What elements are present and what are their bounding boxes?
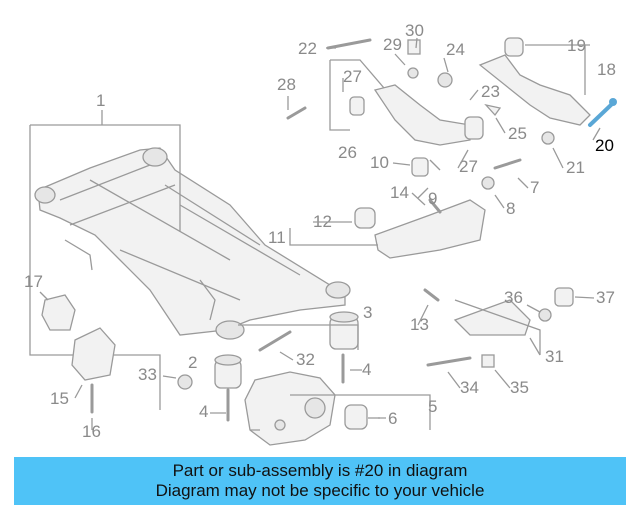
label-7: 7 bbox=[530, 178, 539, 197]
bolt-part-34 bbox=[426, 356, 472, 367]
bolt-part-32 bbox=[258, 330, 292, 352]
nut-part-30 bbox=[407, 39, 421, 55]
label-21: 21 bbox=[566, 158, 585, 177]
label-27a: 27 bbox=[343, 67, 362, 86]
bushing-part-24 bbox=[437, 72, 453, 88]
bushing-part-6 bbox=[344, 404, 368, 430]
label-19: 19 bbox=[567, 36, 586, 55]
label-25: 25 bbox=[508, 124, 527, 143]
lower-arm-part-11 bbox=[374, 199, 486, 259]
leader-17 bbox=[39, 291, 49, 301]
label-36: 36 bbox=[504, 288, 523, 307]
label-26: 26 bbox=[338, 143, 357, 162]
nut-part-37 bbox=[554, 287, 574, 307]
label-15: 15 bbox=[50, 389, 69, 408]
label-5: 5 bbox=[428, 397, 437, 416]
knuckle-part bbox=[244, 371, 336, 446]
label-11: 11 bbox=[268, 228, 286, 247]
callout-line-5 bbox=[250, 394, 431, 431]
label-28: 28 bbox=[277, 75, 296, 94]
callout-line-3 bbox=[238, 324, 359, 350]
label-37: 37 bbox=[596, 288, 615, 307]
subframe-part bbox=[34, 147, 351, 340]
label-34: 34 bbox=[460, 378, 479, 397]
banner-line-1: Part or sub-assembly is #20 in diagram bbox=[172, 461, 468, 480]
bushing-part-27b bbox=[464, 116, 484, 140]
upper-arm-part-18 bbox=[478, 54, 591, 126]
nut-part-29 bbox=[407, 67, 419, 79]
callout-line-31 bbox=[454, 299, 541, 355]
bolt-part-13 bbox=[423, 288, 440, 302]
nut-part-9 bbox=[429, 159, 441, 171]
label-20: 20 bbox=[595, 136, 614, 155]
washer-part-8 bbox=[481, 176, 495, 190]
callout-line-11 bbox=[289, 228, 378, 246]
label-35: 35 bbox=[510, 378, 529, 397]
info-banner: Part or sub-assembly is #20 in diagram D… bbox=[14, 457, 626, 505]
bushing-part-19 bbox=[504, 37, 524, 57]
label-30: 30 bbox=[405, 21, 424, 40]
bushing-part-3 bbox=[329, 311, 359, 350]
washer-part-36 bbox=[538, 308, 552, 322]
label-3: 3 bbox=[363, 303, 372, 322]
label-18: 18 bbox=[597, 60, 616, 79]
banner-line-2: Diagram may not be specific to your vehi… bbox=[155, 481, 485, 500]
label-13: 13 bbox=[410, 315, 429, 334]
label-2: 2 bbox=[188, 353, 197, 372]
label-29: 29 bbox=[383, 35, 402, 54]
parts-diagram: 1 2 3 4 4 5 6 8 7 9 10 11 12 13 14 15 16… bbox=[24, 21, 617, 446]
bolt-part-22 bbox=[326, 38, 372, 50]
bolt-part-20 bbox=[588, 98, 617, 127]
label-6: 6 bbox=[388, 409, 397, 428]
label-1: 1 bbox=[96, 91, 105, 110]
bushing-part-2 bbox=[214, 354, 242, 389]
bolt-part-7 bbox=[493, 158, 522, 170]
label-31: 31 bbox=[545, 347, 564, 366]
label-33: 33 bbox=[138, 365, 157, 384]
mount-part-17 bbox=[41, 294, 76, 331]
label-4b: 4 bbox=[199, 402, 208, 421]
bracket-part-15 bbox=[71, 327, 116, 381]
label-24: 24 bbox=[446, 40, 465, 59]
upper-arm-part-27 bbox=[373, 84, 471, 146]
bushing-part-27a bbox=[349, 96, 365, 116]
label-32: 32 bbox=[296, 350, 315, 369]
clip-part-25 bbox=[484, 103, 502, 117]
bolt-part-14 bbox=[428, 198, 442, 214]
label-10: 10 bbox=[370, 153, 389, 172]
label-22: 22 bbox=[298, 39, 317, 58]
label-9: 9 bbox=[428, 189, 437, 208]
bolt-part-28 bbox=[286, 106, 307, 120]
label-8: 8 bbox=[506, 199, 515, 218]
nut-part-35 bbox=[481, 354, 495, 368]
label-14: 14 bbox=[390, 183, 409, 202]
bushing-part-21 bbox=[541, 131, 555, 145]
label-4a: 4 bbox=[362, 360, 371, 379]
label-17: 17 bbox=[24, 272, 43, 291]
bushing-part-10 bbox=[411, 157, 429, 177]
link-part-31 bbox=[453, 299, 531, 336]
label-16: 16 bbox=[82, 422, 101, 441]
bushing-part-12 bbox=[354, 207, 376, 229]
label-23: 23 bbox=[481, 82, 500, 101]
label-27b: 27 bbox=[459, 157, 478, 176]
bushing-part-33 bbox=[177, 374, 193, 390]
callout-line-26 bbox=[329, 59, 391, 131]
